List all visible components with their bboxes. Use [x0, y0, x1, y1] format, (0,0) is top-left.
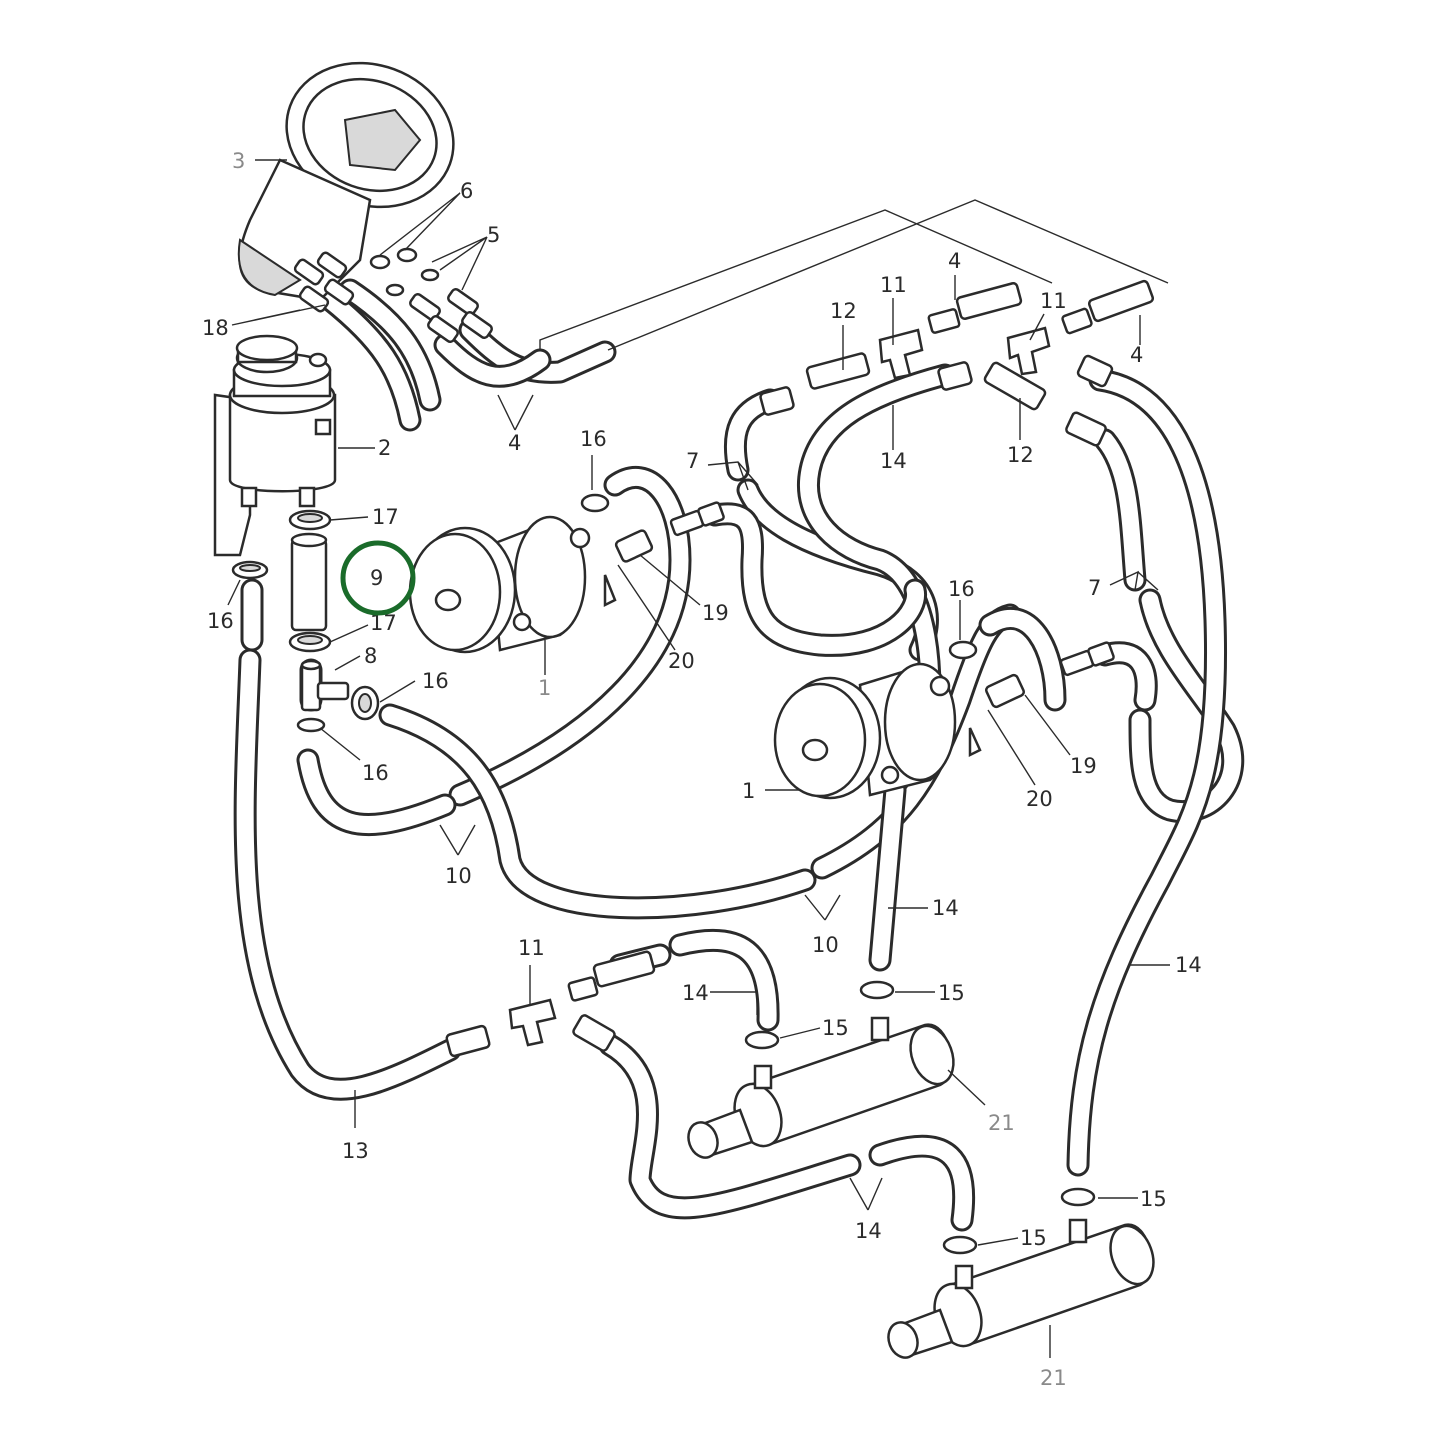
- callout-10-left: 10: [445, 864, 472, 888]
- callout-7-left: 7: [686, 449, 699, 473]
- callout-16-pump2: 16: [948, 577, 975, 601]
- callout-13: 13: [342, 1139, 369, 1163]
- callout-21-lower: 21: [1040, 1366, 1067, 1390]
- tee-connector-8: [300, 659, 350, 712]
- callout-15-lower-left: 15: [1020, 1226, 1047, 1250]
- callout-1-pump1: 1: [538, 676, 551, 700]
- clamp-16-pump1: [580, 493, 610, 513]
- callout-12-upper: 12: [830, 299, 857, 323]
- callout-labels: 3 6 5 18 2 4 4 4 12 11 11 14 12 16 7 17 …: [202, 149, 1202, 1390]
- callout-15-lower-right: 15: [1140, 1187, 1167, 1211]
- oil-reservoir: [213, 334, 337, 557]
- clamp-17-upper: [288, 509, 332, 531]
- callout-12-lower: 12: [1007, 443, 1034, 467]
- oil-cooler-2: [887, 1218, 1155, 1359]
- steering-helm: [237, 61, 493, 344]
- callout-18: 18: [202, 316, 229, 340]
- hose-network: [233, 278, 1245, 1232]
- callout-16-pump1: 16: [580, 427, 607, 451]
- callout-3: 3: [232, 149, 245, 173]
- clamp-16-left: [231, 560, 269, 580]
- oil-cooler-1: [687, 1016, 955, 1159]
- callout-7-right: 7: [1088, 576, 1101, 600]
- callout-11-right: 11: [1040, 289, 1067, 313]
- helm-washers: [369, 247, 493, 344]
- callout-8: 8: [364, 644, 377, 668]
- callout-11-upper: 11: [880, 273, 907, 297]
- callout-9: 9: [370, 566, 383, 590]
- callout-14-center: 14: [932, 896, 959, 920]
- callout-20-pump2: 20: [1026, 787, 1053, 811]
- leader-lines: [227, 159, 1170, 1358]
- callout-14-upper: 14: [880, 449, 907, 473]
- helm-fittings: [293, 251, 355, 313]
- callout-15-upper-left: 15: [822, 1016, 849, 1040]
- highlight-circle: [340, 540, 416, 616]
- callout-16-left: 16: [207, 609, 234, 633]
- callout-16-tee: 16: [422, 669, 449, 693]
- callout-5: 5: [487, 223, 500, 247]
- clamp-16-pump2: [948, 640, 978, 660]
- pump-2-banjo-fitting: [985, 641, 1115, 709]
- lower-tee-fittings: [445, 950, 656, 1058]
- callout-10-middle: 10: [812, 933, 839, 957]
- callout-21-upper: 21: [988, 1111, 1015, 1135]
- hose-section-9: [290, 532, 328, 632]
- callout-6: 6: [460, 179, 473, 203]
- callout-19-pump2: 19: [1070, 754, 1097, 778]
- callout-1-pump2: 1: [742, 779, 755, 803]
- clamp-17-lower: [288, 631, 332, 653]
- callout-4-upper: 4: [948, 249, 961, 273]
- clamps-15: [744, 980, 1096, 1255]
- clamp-16-tee: [296, 685, 380, 733]
- callout-4-right: 4: [1130, 343, 1143, 367]
- upper-fittings: [759, 279, 1155, 447]
- callout-19-pump1: 19: [702, 601, 729, 625]
- callout-17-upper: 17: [372, 505, 399, 529]
- callout-14-lower-tee: 14: [682, 981, 709, 1005]
- callout-4-lower: 4: [508, 431, 521, 455]
- callout-20-pump1: 20: [668, 649, 695, 673]
- callout-15-upper-right: 15: [938, 981, 965, 1005]
- callout-14-right: 14: [1175, 953, 1202, 977]
- callout-16-lower: 16: [362, 761, 389, 785]
- power-steering-pump-1: [408, 515, 617, 654]
- power-steering-pump-2: [773, 662, 982, 800]
- callout-11-lower: 11: [518, 936, 545, 960]
- callout-2: 2: [378, 436, 391, 460]
- callout-14-bottom: 14: [855, 1219, 882, 1243]
- pump-1-banjo-fitting: [614, 501, 725, 563]
